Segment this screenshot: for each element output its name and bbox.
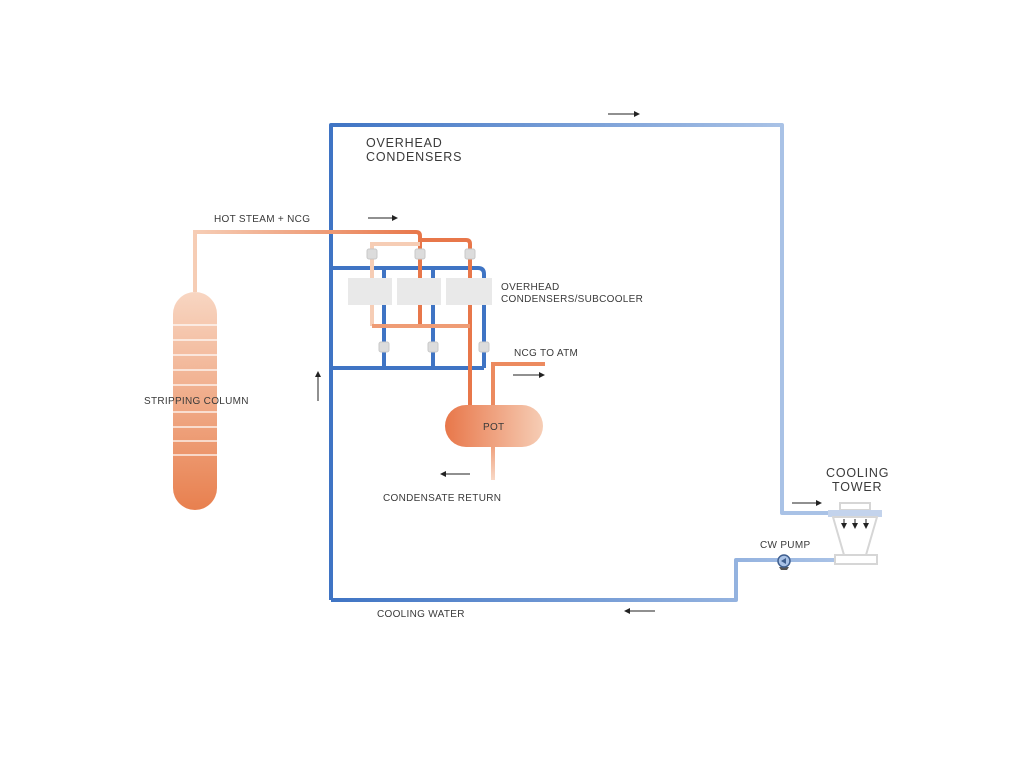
condenser-unit-1: [348, 278, 392, 305]
cooling-tower-label-line1: COOLING: [826, 466, 889, 480]
hot-steam-pipe: [193, 230, 422, 326]
condensate-return-label: CONDENSATE RETURN: [383, 493, 501, 504]
stripping-column-label: STRIPPING COLUMN: [144, 396, 249, 407]
overhead-condensers-title-line1: OVERHEAD: [366, 136, 443, 150]
valve-icon: [427, 341, 439, 353]
cooling-tower: [828, 502, 882, 565]
valve-icon: [464, 248, 476, 260]
cw-pump-label: CW PUMP: [760, 540, 810, 551]
cooling-water-label: COOLING WATER: [377, 609, 465, 620]
condensers-subcooler-label-line1: OVERHEAD: [501, 282, 560, 293]
valve-icon: [378, 341, 390, 353]
ncg-to-atm-label: NCG TO ATM: [514, 348, 578, 359]
pot-label: POT: [483, 422, 504, 433]
cw-pump-icon: [777, 554, 791, 570]
valve-icon: [414, 248, 426, 260]
subcooler-unit: [446, 278, 492, 305]
steam-branch-pipe: [420, 238, 472, 405]
column-trays: [173, 324, 217, 456]
cooling-water-supply-pipe: [329, 123, 830, 600]
condenser-cw-inlet-header: [331, 266, 486, 368]
ncg-vent-pipe: [491, 362, 545, 405]
valve-icon: [366, 248, 378, 260]
condenser-unit-2: [397, 278, 441, 305]
valve-icons: [366, 248, 490, 353]
overhead-condensers-title-line2: CONDENSERS: [366, 150, 462, 164]
condensers-subcooler-label-line2: CONDENSERS/SUBCOOLER: [501, 294, 643, 305]
hot-steam-label: HOT STEAM + NCG: [214, 214, 310, 225]
pot-vessel: [445, 405, 543, 447]
valve-icon: [478, 341, 490, 353]
flow-arrows: [315, 111, 822, 614]
cooling-water-return-pipe: [331, 558, 835, 602]
cooling-tower-label-line2: TOWER: [832, 480, 882, 494]
